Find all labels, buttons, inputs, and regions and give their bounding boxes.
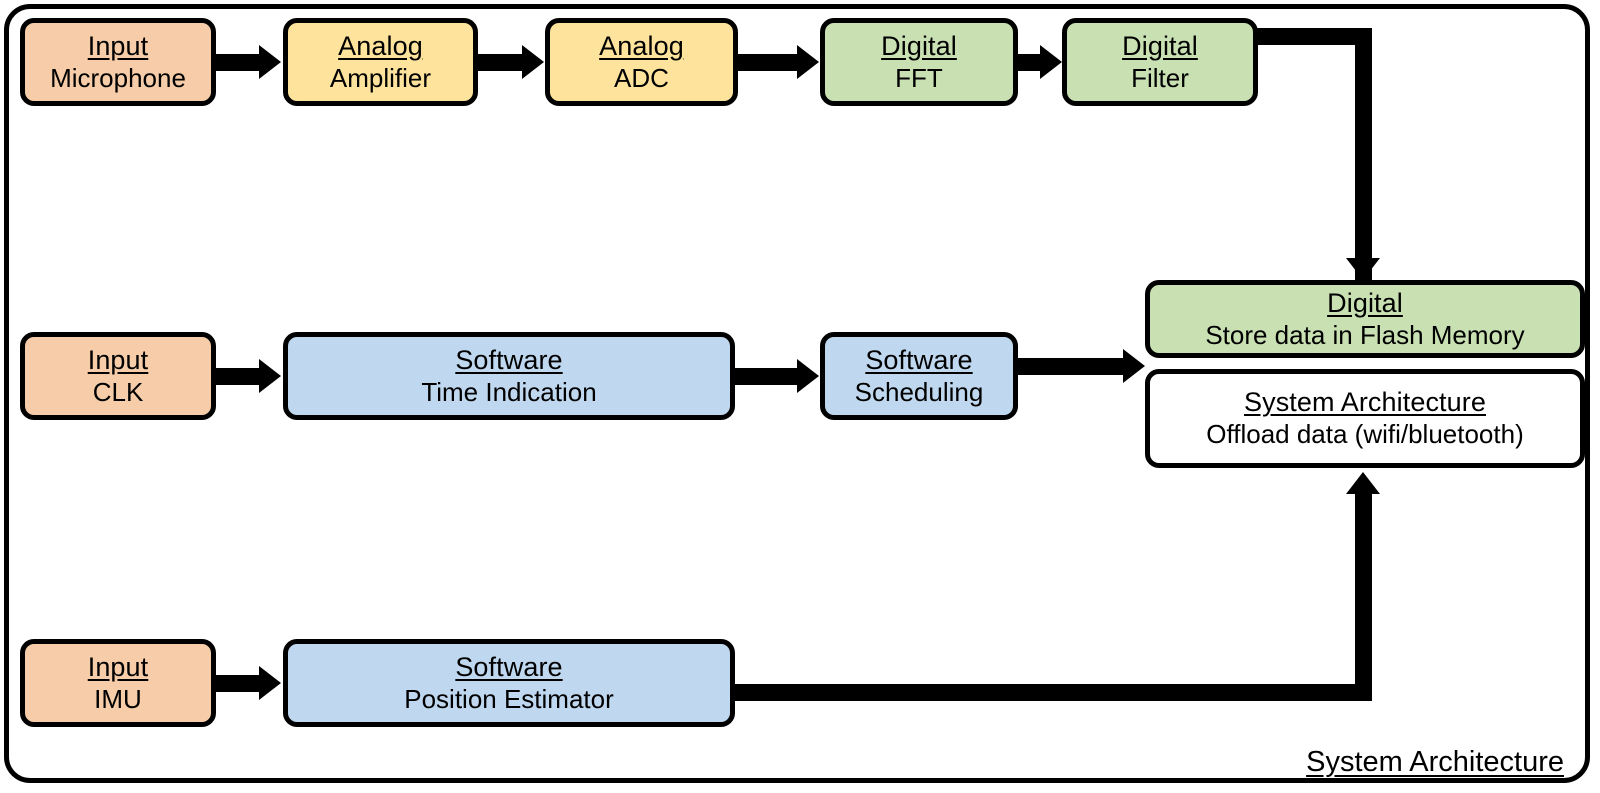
connector-fft-filter-shaft xyxy=(1018,54,1042,71)
connector-adc-fft-shaft xyxy=(738,54,798,71)
block-title: Software xyxy=(865,344,973,375)
block-digital-fft[interactable]: Digital FFT xyxy=(820,18,1018,106)
connector-scheduling-offload-shaft xyxy=(1018,358,1125,375)
block-subtitle: Microphone xyxy=(50,62,186,93)
connector-time-scheduling-arrowhead xyxy=(797,359,819,393)
block-subtitle: Filter xyxy=(1131,62,1189,93)
block-subtitle: FFT xyxy=(895,62,943,93)
block-subtitle: Scheduling xyxy=(854,376,984,407)
connector-adc-fft-arrowhead xyxy=(797,45,819,79)
block-analog-amplifier[interactable]: Analog Amplifier xyxy=(283,18,478,106)
block-title: System Architecture xyxy=(1244,387,1486,418)
connector-microphone-amplifier-arrowhead xyxy=(259,45,281,79)
block-digital-filter[interactable]: Digital Filter xyxy=(1062,18,1258,106)
connector-filter-flash-arrowhead xyxy=(1346,258,1380,280)
connector-imu-position-shaft xyxy=(216,675,261,692)
block-subtitle: IMU xyxy=(94,683,142,714)
connector-filter-flash-vertical xyxy=(1355,28,1372,280)
block-subtitle: Amplifier xyxy=(329,62,432,93)
block-software-scheduling[interactable]: Software Scheduling xyxy=(820,332,1018,420)
block-analog-adc[interactable]: Analog ADC xyxy=(545,18,738,106)
block-title: Input xyxy=(87,344,149,375)
block-title: Analog xyxy=(599,30,684,61)
connector-filter-flash-horizontal xyxy=(1253,28,1372,45)
block-title: Input xyxy=(87,30,149,61)
block-input-imu[interactable]: Input IMU xyxy=(20,639,216,727)
connector-position-offload-arrowhead xyxy=(1346,472,1380,494)
block-subtitle: ADC xyxy=(614,62,669,93)
block-title: Software xyxy=(455,344,563,375)
block-software-position-estimator[interactable]: Software Position Estimator xyxy=(283,639,735,727)
connector-amplifier-adc-shaft xyxy=(478,54,524,71)
block-input-clk[interactable]: Input CLK xyxy=(20,332,216,420)
connector-microphone-amplifier-shaft xyxy=(216,54,261,71)
block-title: Digital xyxy=(881,30,957,61)
block-software-time-indication[interactable]: Software Time Indication xyxy=(283,332,735,420)
diagram-caption: System Architecture xyxy=(1306,746,1564,778)
block-subtitle: Position Estimator xyxy=(404,683,614,714)
connector-imu-position-arrowhead xyxy=(259,666,281,700)
connector-amplifier-adc-arrowhead xyxy=(522,45,544,79)
block-title: Input xyxy=(87,651,149,682)
block-title: Software xyxy=(455,651,563,682)
connector-position-offload-vertical xyxy=(1355,494,1372,692)
connector-position-offload-horizontal xyxy=(730,684,1372,701)
block-digital-flash-store[interactable]: Digital Store data in Flash Memory xyxy=(1145,280,1585,358)
connector-fft-filter-arrowhead xyxy=(1040,45,1062,79)
block-system-architecture-offload[interactable]: System Architecture Offload data (wifi/b… xyxy=(1145,369,1585,468)
block-title: Analog xyxy=(338,30,423,61)
block-subtitle: Offload data (wifi/bluetooth) xyxy=(1206,419,1524,450)
connector-scheduling-offload-arrowhead xyxy=(1123,349,1145,383)
block-title: Digital xyxy=(1327,287,1403,318)
connector-clk-time-shaft xyxy=(216,368,261,385)
block-input-microphone[interactable]: Input Microphone xyxy=(20,18,216,106)
block-title: Digital xyxy=(1122,30,1198,61)
block-subtitle: Store data in Flash Memory xyxy=(1205,319,1525,350)
connector-time-scheduling-shaft xyxy=(735,368,798,385)
block-subtitle: Time Indication xyxy=(421,376,597,407)
block-subtitle: CLK xyxy=(92,376,144,407)
connector-clk-time-arrowhead xyxy=(259,359,281,393)
